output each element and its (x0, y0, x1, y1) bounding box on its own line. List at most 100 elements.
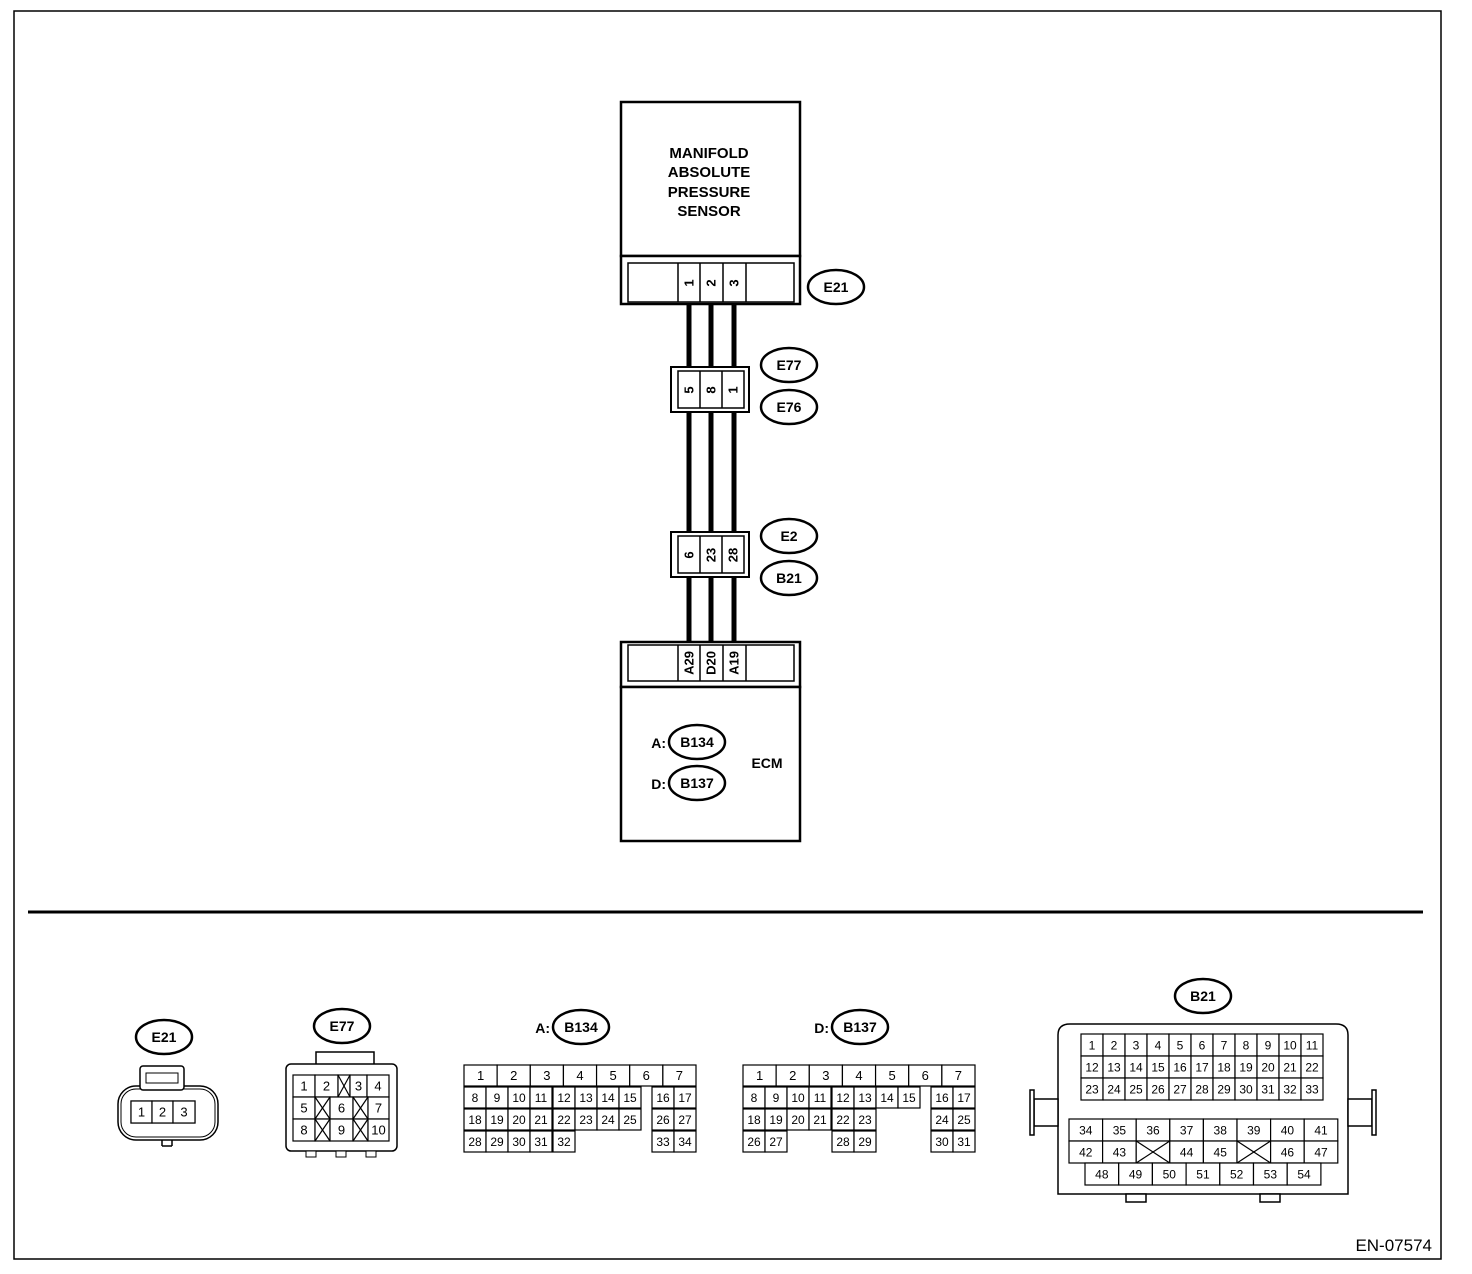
b134-view-pin-16-label: 16 (656, 1091, 670, 1105)
b21-view-pin-25-label: 25 (1129, 1082, 1143, 1096)
b21-view-pin-31-label: 31 (1261, 1082, 1275, 1096)
e77-view-pin-8-label: 8 (300, 1123, 307, 1138)
b21-view-pin-4-label: 4 (1155, 1038, 1162, 1052)
b137-view-pin-25-label: 25 (957, 1113, 971, 1127)
b137-view-pin-17-label: 17 (957, 1091, 971, 1105)
b21-view-pin-20-label: 20 (1261, 1060, 1275, 1074)
b21-view-pin-5-label: 5 (1177, 1038, 1184, 1052)
e77-view-pin-9-label: 9 (338, 1123, 345, 1138)
b21-view-pin-12-label: 12 (1085, 1060, 1099, 1074)
e77-view-tag-label: E77 (330, 1018, 355, 1034)
e21-view-pin-1-label: 1 (138, 1105, 145, 1120)
b137-view-pin-15-label: 15 (902, 1091, 916, 1105)
e21-view-pin-2-label: 2 (159, 1105, 166, 1120)
b134-view-pin-21 (529, 1108, 553, 1131)
b21-view-pin-39-label: 39 (1247, 1123, 1261, 1137)
e2-connector-tag-label: E2 (780, 528, 797, 544)
b21-view-pin-13-label: 13 (1107, 1060, 1121, 1074)
b21-view-pin-44-label: 44 (1180, 1145, 1194, 1159)
b137-view-pin-7-label: 7 (955, 1068, 962, 1083)
b137-view-pin-21-label: 21 (813, 1113, 827, 1127)
b21-view-pin-46-label: 46 (1281, 1145, 1295, 1159)
b137-view-pin-4-label: 4 (855, 1068, 862, 1083)
b137-view-pin-30-label: 30 (935, 1135, 949, 1149)
e21-view-pin-3 (172, 1100, 196, 1124)
b134-view-pin-31 (529, 1130, 553, 1153)
b21-view-tag (1173, 977, 1233, 1015)
b134-view-pin-30-label: 30 (512, 1135, 526, 1149)
sensor-connector-inner (627, 262, 795, 303)
b137-view-pin-11 (808, 1086, 832, 1109)
b21-view-pin-2-label: 2 (1111, 1038, 1118, 1052)
b134-connector-tag-label: B134 (680, 734, 714, 750)
sensor-name-line-4: SENSOR (677, 203, 741, 220)
b134-view-pin-7 (662, 1064, 697, 1087)
b21-view-pin-45-label: 45 (1214, 1145, 1228, 1159)
b21-view-pin-16-label: 16 (1173, 1060, 1187, 1074)
e77-view-pin-blank-r3-3-cross-b (352, 1118, 369, 1142)
b21-view-pin-3-label: 3 (1133, 1038, 1140, 1052)
b137-view-pin-16-label: 16 (935, 1091, 949, 1105)
e77-view-pin-7-label: 7 (375, 1101, 382, 1116)
b21-connector-tag-label: B21 (776, 570, 802, 586)
b21-view-pin-54-label: 54 (1297, 1167, 1311, 1181)
b137-view-pin-22-label: 22 (836, 1113, 850, 1127)
ecm-connector-inner (627, 644, 795, 682)
e77-connector-tag (759, 346, 819, 384)
figure-code: EN-07574 (1355, 1236, 1432, 1255)
joint-e77-e76-inner (677, 370, 745, 409)
b137-view-pin-20-label: 20 (791, 1113, 805, 1127)
ecm-conn-d-prefix: D: (651, 776, 666, 792)
b137-view-pin-7 (941, 1064, 976, 1087)
b134-view-pin-25 (618, 1108, 642, 1131)
b134-view-pin-8-label: 8 (472, 1091, 479, 1105)
b134-view-pin-27 (673, 1108, 697, 1131)
b137-view-pin-25 (952, 1108, 976, 1131)
ecm-label: ECM (751, 755, 782, 771)
b134-view-pin-13-label: 13 (579, 1091, 593, 1105)
b137-view-pin-19-label: 19 (769, 1113, 783, 1127)
b134-view-pin-15-label: 15 (623, 1091, 637, 1105)
b21-view-pin-28-label: 28 (1195, 1082, 1209, 1096)
b21-view-pin-23-label: 23 (1085, 1082, 1099, 1096)
e21-connector-tag-label: E21 (824, 279, 849, 295)
b21-view-pin-35-label: 35 (1113, 1123, 1127, 1137)
e77-view-pin-4-label: 4 (374, 1079, 381, 1094)
b134-view-pin-27-label: 27 (678, 1113, 692, 1127)
b21-view-pin-27-label: 27 (1173, 1082, 1187, 1096)
e2-connector-tag (759, 517, 819, 555)
e77-view-pin-3-label: 3 (355, 1079, 362, 1094)
b21-view-pin-47-label: 47 (1314, 1145, 1328, 1159)
b134-view-pin-25-label: 25 (623, 1113, 637, 1127)
joint-lower-pin-28: 28 (726, 548, 741, 562)
b137-view-pin-31 (952, 1130, 976, 1153)
b137-view-pin-5-label: 5 (889, 1068, 896, 1083)
joint-upper-pin-1: 1 (726, 386, 741, 393)
b134-view-pin-12-label: 12 (557, 1091, 571, 1105)
e77-view-pin-1-label: 1 (300, 1079, 307, 1094)
b137-view-pin-6-label: 6 (922, 1068, 929, 1083)
b21-view-left-tab (1033, 1098, 1059, 1127)
b137-view-pin-1-label: 1 (756, 1068, 763, 1083)
b21-view-pin-7-label: 7 (1221, 1038, 1228, 1052)
b21-view-pin-8-label: 8 (1243, 1038, 1250, 1052)
joint-upper-pin-8: 8 (704, 386, 719, 393)
b134-view-pin-11-label: 11 (535, 1091, 548, 1105)
e77-view-tag (312, 1007, 372, 1045)
b21-view-pin-52-label: 52 (1230, 1167, 1244, 1181)
b21-view-pin-43-label: 43 (1113, 1145, 1127, 1159)
b134-view-pin-26-label: 26 (656, 1113, 670, 1127)
e77-view-pin-2-label: 2 (323, 1079, 330, 1094)
b21-view-pin-10-label: 10 (1283, 1038, 1297, 1052)
ecm-box (619, 685, 802, 843)
b21-connector-tag (759, 559, 819, 597)
b134-view-pin-5-label: 5 (610, 1068, 617, 1083)
b137-view-pin-24-label: 24 (935, 1113, 949, 1127)
b21-view-pin-15-label: 15 (1151, 1060, 1165, 1074)
b21-view-tag-label: B21 (1190, 988, 1216, 1004)
b137-connector-tag (667, 764, 727, 802)
b137-view-pin-23 (853, 1108, 877, 1131)
b134-view-pin-14-label: 14 (601, 1091, 615, 1105)
b21-view-pin-29-label: 29 (1217, 1082, 1231, 1096)
e77-view-pin-10 (367, 1118, 390, 1142)
